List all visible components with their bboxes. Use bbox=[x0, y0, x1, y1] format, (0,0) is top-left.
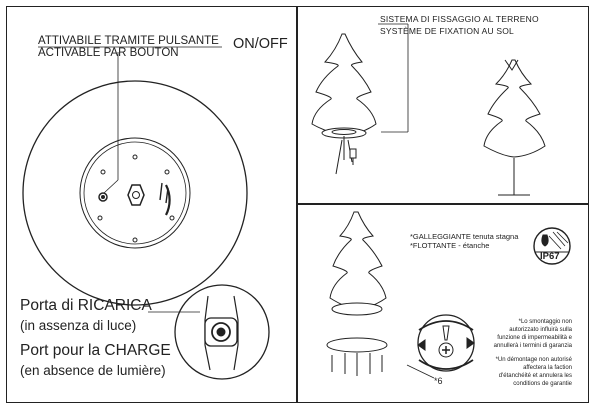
warning-note-fr: *Un démontage non autorisé affectera la … bbox=[480, 356, 572, 388]
charging-port-illustration bbox=[174, 284, 270, 380]
warning-line: *Lo smontaggio non bbox=[518, 319, 572, 325]
page-frame bbox=[6, 6, 589, 403]
warning-line: conditions de garantie bbox=[513, 381, 572, 387]
fixing-label-it: SISTEMA DI FISSAGGIO AL TERRENO bbox=[380, 14, 539, 24]
tree-installed-illustration bbox=[483, 59, 546, 196]
onoff-label: ON/OFF bbox=[233, 36, 288, 52]
fixing-label-fr: SYSTÈME DE FIXATION AU SOL bbox=[380, 26, 514, 36]
screw-detail-illustration bbox=[406, 314, 475, 379]
tree-exploded-illustration bbox=[326, 211, 388, 376]
charging-label-it: Porta di RICARICA bbox=[20, 297, 152, 314]
warning-line: d'étanchéité et annulera les bbox=[498, 373, 572, 379]
fixing-callout-line bbox=[378, 23, 409, 133]
panel-divider-vertical bbox=[296, 6, 298, 403]
ip-rating-label: IP67 bbox=[540, 251, 560, 262]
screw-count-label: *6 bbox=[434, 376, 443, 386]
charging-note-it: (in assenza di luce) bbox=[20, 318, 137, 333]
floating-label-fr: *FLOTTANTE - étanche bbox=[410, 241, 490, 250]
warning-line: affectera la faction bbox=[523, 365, 572, 371]
floating-label-it: *GALLEGGIANTE tenuta stagna bbox=[410, 232, 519, 241]
activation-label-it: ATTIVABILE TRAMITE PULSANTE bbox=[38, 35, 219, 47]
charging-note-fr: (en absence de lumière) bbox=[20, 363, 166, 378]
warning-line: autorizzato influirà sulla bbox=[509, 327, 572, 333]
ip67-badge bbox=[533, 227, 571, 265]
tree-with-stake-illustration bbox=[311, 33, 377, 175]
warning-note-it: *Lo smontaggio non autorizzato influirà … bbox=[480, 318, 572, 350]
base-disc-illustration bbox=[22, 46, 248, 313]
activation-label-fr: ACTIVABLE PAR BOUTON bbox=[38, 47, 179, 59]
charging-label-fr: Port pour la CHARGE bbox=[20, 342, 171, 359]
disc-screws bbox=[97, 154, 175, 243]
panel-divider-horizontal bbox=[296, 203, 589, 205]
warning-line: annullerà i termini di garanzia bbox=[493, 343, 572, 349]
warning-line: *Un démontage non autorisé bbox=[495, 357, 572, 363]
warning-line: funzione di impermeabilità e bbox=[497, 335, 572, 341]
